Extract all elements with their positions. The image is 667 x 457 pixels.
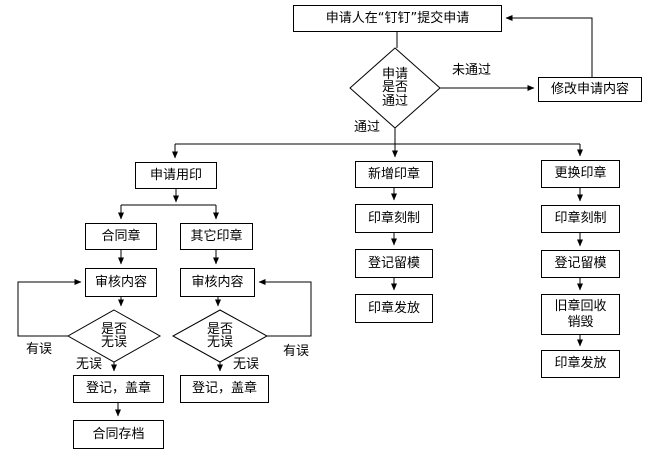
edge-label-error-left: 有误 xyxy=(26,342,53,357)
node-review-content-left: 审核内容 xyxy=(85,268,157,297)
node-new-seal: 新增印章 xyxy=(355,161,433,188)
node-register-stamp-left: 登记，盖章 xyxy=(73,375,164,403)
edge-label-passed: 通过 xyxy=(354,120,381,135)
node-engrave-seal-right: 印章刻制 xyxy=(541,205,620,233)
node-apply-seal-use: 申请用印 xyxy=(135,162,217,189)
node-review-content-right: 审核内容 xyxy=(180,268,255,297)
node-contract-archive: 合同存档 xyxy=(73,420,164,449)
decision-application-approved: 申请 是否 通过 xyxy=(381,66,408,109)
node-issue-seal-mid: 印章发放 xyxy=(355,294,433,323)
node-recycle-old-seal: 旧章回收 销毁 xyxy=(541,294,620,335)
decision-check-correct-left: 是否 无误 xyxy=(100,321,127,350)
node-replace-seal: 更换印章 xyxy=(541,160,620,188)
decision-check-correct-right: 是否 无误 xyxy=(206,321,233,350)
edge-label-not-passed: 未通过 xyxy=(452,63,492,78)
edge-label-ok-left: 无误 xyxy=(76,357,103,372)
edge-label-ok-right: 无误 xyxy=(233,357,260,372)
node-register-mold-right: 登记留模 xyxy=(541,250,620,278)
node-modify-application: 修改申请内容 xyxy=(538,77,642,102)
node-submit-application: 申请人在“钉钉”提交申请 xyxy=(293,5,502,32)
node-other-seal: 其它印章 xyxy=(180,223,253,250)
edge-label-error-right: 有误 xyxy=(283,344,310,359)
node-register-stamp-right: 登记，盖章 xyxy=(180,375,269,403)
node-issue-seal-right: 印章发放 xyxy=(541,350,620,378)
node-register-mold-mid: 登记留模 xyxy=(355,249,433,278)
node-engrave-seal-mid: 印章刻制 xyxy=(355,204,433,233)
node-contract-seal: 合同章 xyxy=(85,223,157,250)
